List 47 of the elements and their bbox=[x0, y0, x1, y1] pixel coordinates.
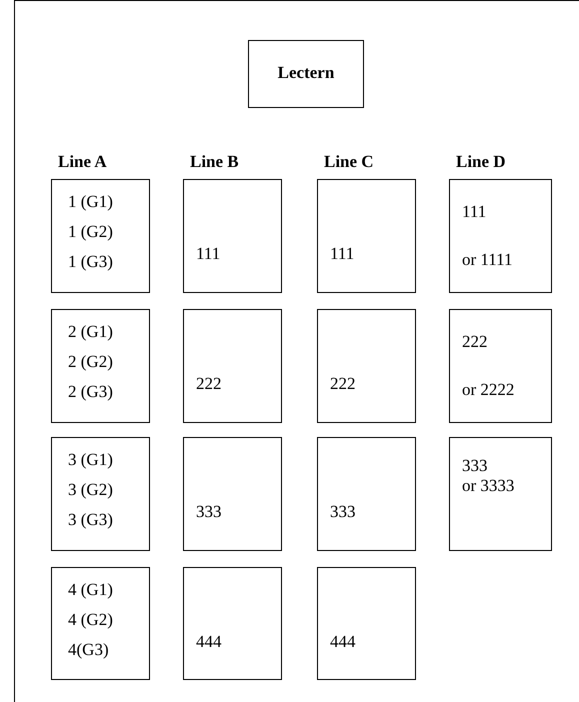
column-heading: Line C bbox=[324, 152, 374, 172]
lectern-label: Lectern bbox=[276, 63, 336, 83]
seating-box bbox=[317, 567, 416, 680]
seating-box bbox=[51, 179, 150, 293]
seat-label: 3 (G1) bbox=[68, 450, 113, 470]
lectern-box bbox=[248, 40, 364, 108]
seat-label: 333 bbox=[196, 502, 222, 522]
column-heading: Line B bbox=[190, 152, 239, 172]
seat-label: 111 bbox=[196, 244, 220, 264]
seating-box bbox=[51, 437, 150, 551]
seat-label: 333 bbox=[462, 456, 488, 476]
seating-box bbox=[317, 437, 416, 551]
seating-box bbox=[51, 567, 150, 680]
seat-label: or 3333 bbox=[462, 476, 514, 496]
seat-label: 2 (G2) bbox=[68, 352, 113, 372]
seat-label: 222 bbox=[462, 332, 488, 352]
seat-label: 222 bbox=[330, 374, 356, 394]
seat-label: 2 (G1) bbox=[68, 322, 113, 342]
seat-label: 222 bbox=[196, 374, 222, 394]
seating-box bbox=[317, 179, 416, 293]
column-heading: Line D bbox=[456, 152, 506, 172]
seat-label: 1 (G3) bbox=[68, 252, 113, 272]
seat-label: 111 bbox=[462, 202, 486, 222]
seat-label: 4 (G1) bbox=[68, 580, 113, 600]
seat-label: or 2222 bbox=[462, 380, 514, 400]
seating-box bbox=[449, 437, 552, 551]
seating-box bbox=[183, 567, 282, 680]
seat-label: 2 (G3) bbox=[68, 382, 113, 402]
seat-label: 3 (G3) bbox=[68, 510, 113, 530]
seating-box bbox=[51, 309, 150, 423]
seat-label: 1 (G1) bbox=[68, 192, 113, 212]
seating-box bbox=[183, 179, 282, 293]
seating-box bbox=[317, 309, 416, 423]
column-heading: Line A bbox=[58, 152, 107, 172]
seat-label: 1 (G2) bbox=[68, 222, 113, 242]
seating-box bbox=[449, 309, 552, 423]
seat-label: 444 bbox=[196, 632, 222, 652]
seating-box bbox=[183, 309, 282, 423]
seat-label: 4 (G2) bbox=[68, 610, 113, 630]
seat-label: or 1111 bbox=[462, 250, 513, 270]
seat-label: 333 bbox=[330, 502, 356, 522]
seat-label: 444 bbox=[330, 632, 356, 652]
seat-label: 4(G3) bbox=[68, 640, 109, 660]
seat-label: 3 (G2) bbox=[68, 480, 113, 500]
seating-box bbox=[449, 179, 552, 293]
seat-label: 111 bbox=[330, 244, 354, 264]
seating-box bbox=[183, 437, 282, 551]
